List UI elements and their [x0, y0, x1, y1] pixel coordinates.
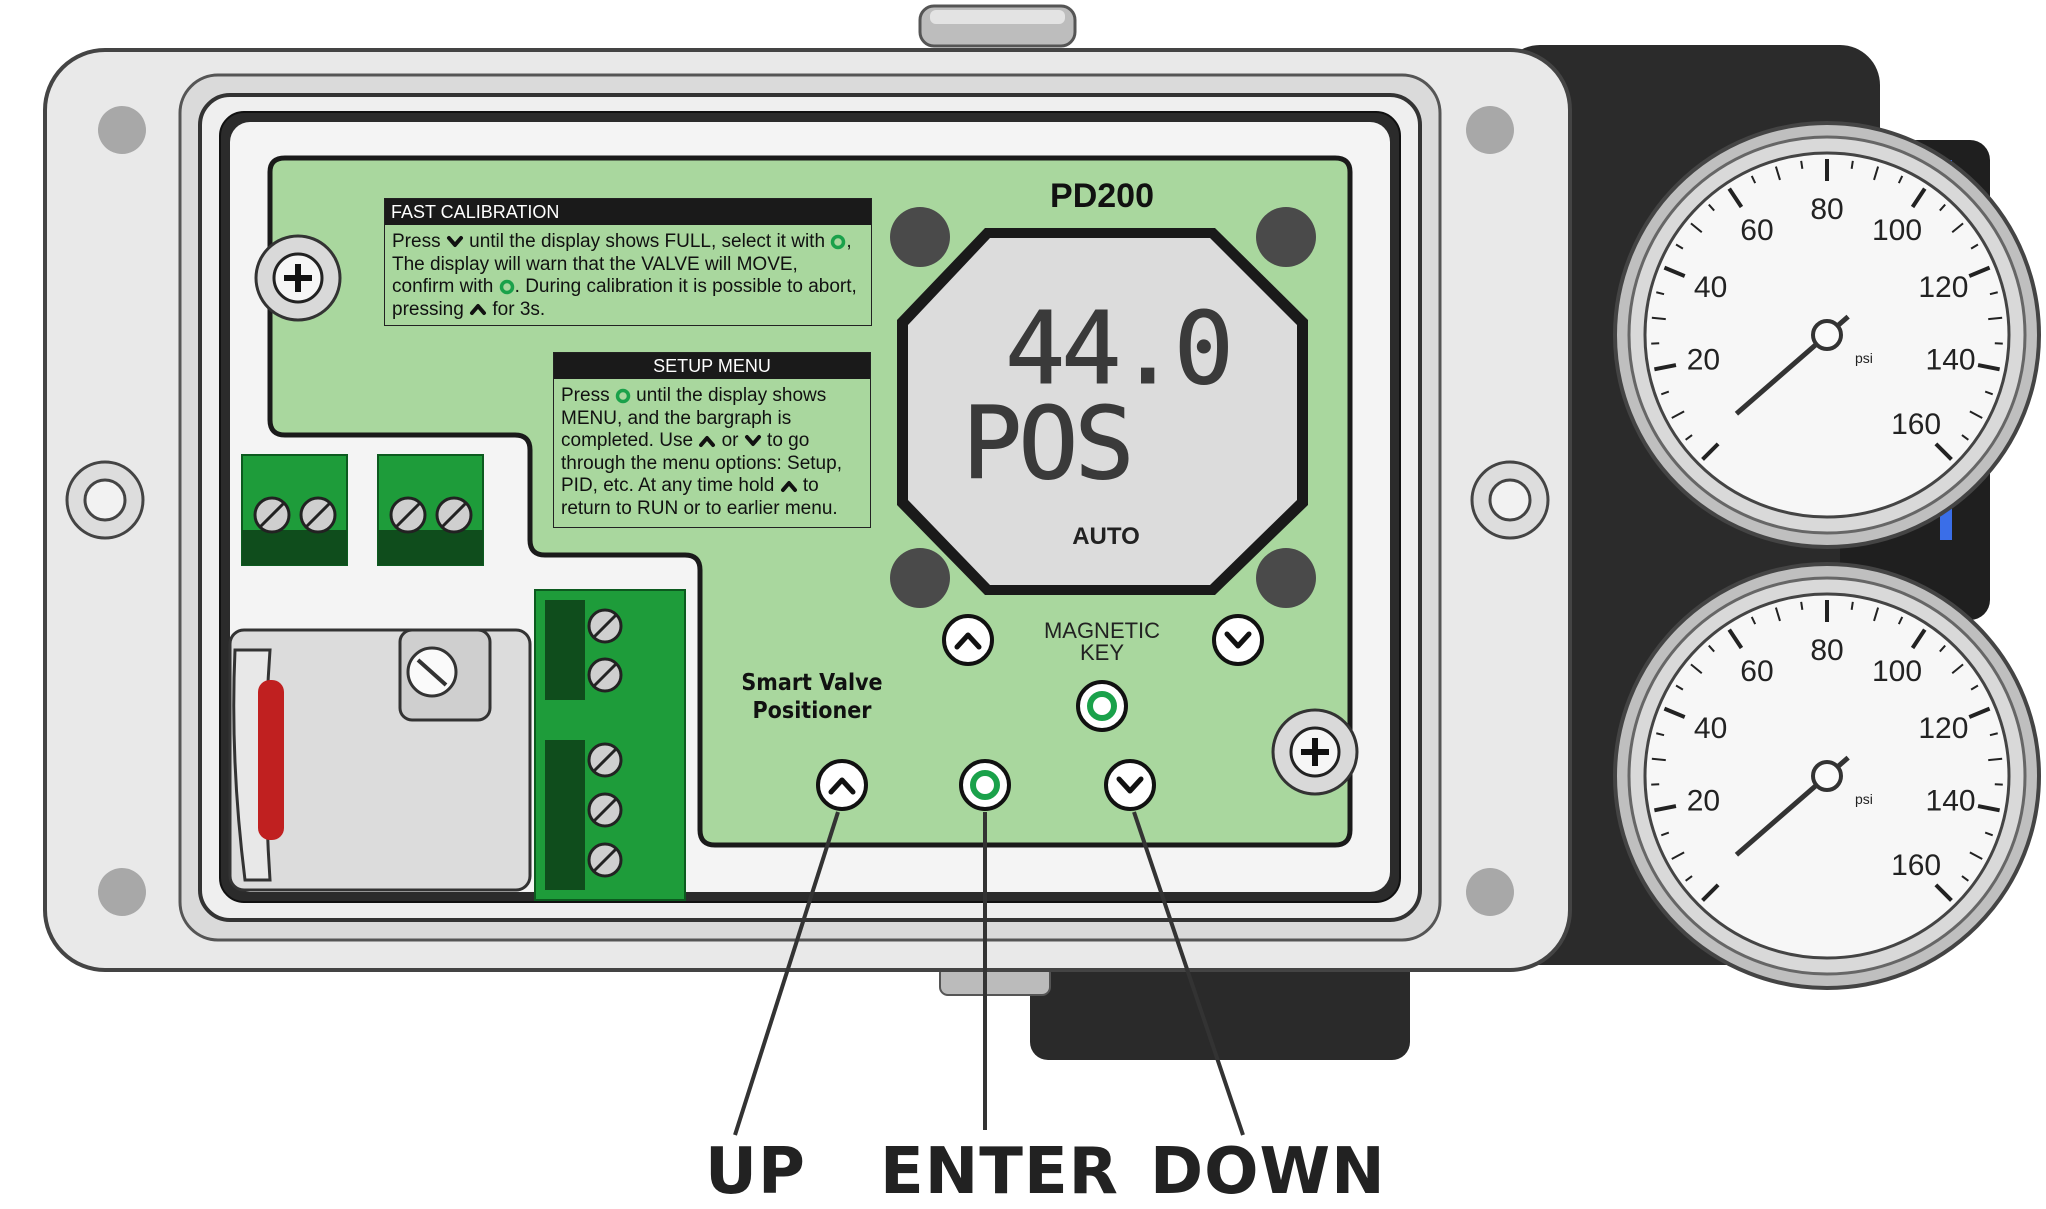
magnetic-down-button[interactable]: [1214, 616, 1262, 664]
lcd-mode: AUTO: [1072, 523, 1140, 550]
gauge-bottom-tick-label: 80: [1810, 634, 1843, 667]
screw-top-left: [256, 236, 340, 320]
gauge-bottom-hub: [1813, 762, 1841, 790]
enter-ring-icon: [615, 388, 631, 404]
enter-ring-icon: [830, 234, 846, 250]
gauge-bottom-tick-label: 40: [1694, 712, 1727, 745]
gauge-top-tick: [1652, 318, 1666, 319]
pressure-gauge-top: 20 40 60 80 100 120 140 160 psi: [1615, 123, 2039, 547]
gauge-top-tick-label: 80: [1810, 193, 1843, 226]
gauge-top-tick: [1852, 161, 1853, 169]
gauge-top-tick-label: 40: [1694, 271, 1727, 304]
enter-ring-icon: [499, 279, 515, 295]
top-fitting: [920, 6, 1075, 46]
gauge-bottom-tick-label: 60: [1740, 655, 1773, 688]
setup-menu-title: SETUP MENU: [554, 353, 870, 379]
gauge-top-tick-label: 160: [1891, 408, 1941, 441]
gauge-top-tick: [1801, 161, 1802, 169]
gauge-top-unit-label: psi: [1855, 350, 1873, 366]
screw-bottom-right: [1273, 710, 1357, 794]
gauge-bottom-tick: [1852, 602, 1853, 610]
subtitle-line1: Smart Valve: [741, 670, 882, 696]
down-button[interactable]: [1106, 761, 1154, 809]
chevron-down-icon: [446, 235, 464, 249]
fast-calibration-body: Press until the display shows FULL, sele…: [385, 225, 871, 327]
fast-calibration-panel: FAST CALIBRATION Press until the display…: [384, 198, 872, 326]
gauge-top-hub: [1813, 321, 1841, 349]
chevron-up-icon: [698, 434, 716, 448]
gauge-top-tick-label: 120: [1918, 271, 1968, 304]
chevron-up-icon: [780, 479, 798, 493]
gauge-bottom-unit-label: psi: [1855, 791, 1873, 807]
setup-menu-body: Press until the display shows MENU, and …: [554, 379, 870, 526]
gauge-bottom-tick: [1801, 602, 1802, 610]
lower-left-compartment: [230, 630, 530, 890]
gauge-bottom-tick-label: 120: [1918, 712, 1968, 745]
up-button[interactable]: [818, 761, 866, 809]
gauge-bottom-tick: [1988, 759, 2002, 760]
magnetic-key-label-line2: KEY: [1080, 640, 1124, 665]
gauge-bottom-tick-label: 160: [1891, 849, 1941, 882]
enter-button[interactable]: [961, 761, 1009, 809]
subtitle-line2: Positioner: [753, 698, 872, 724]
chevron-up-icon: [469, 302, 487, 316]
callout-up-label: UP: [705, 1135, 806, 1209]
chevron-down-icon: [744, 434, 762, 448]
gauge-top-tick-label: 100: [1872, 214, 1922, 247]
callout-enter-label: ENTER: [880, 1135, 1119, 1209]
magnetic-up-button[interactable]: [944, 616, 992, 664]
magnetic-enter-button[interactable]: [1078, 682, 1126, 730]
pressure-gauge-bottom: 20 40 60 80 100 120 140 160 psi: [1615, 564, 2039, 988]
callout-down-label: DOWN: [1150, 1135, 1386, 1209]
gauge-top-tick: [1988, 318, 2002, 319]
gauge-top-tick-label: 140: [1926, 344, 1976, 377]
gauge-bottom-tick-label: 20: [1687, 785, 1720, 818]
gauge-bottom-tick: [1652, 759, 1666, 760]
setup-menu-panel: SETUP MENU Press until the display shows…: [553, 352, 871, 528]
fast-calibration-title: FAST CALIBRATION: [385, 199, 871, 225]
lcd-parameter: POS: [962, 385, 1131, 502]
model-label: PD200: [1050, 177, 1154, 215]
gauge-bottom-tick-label: 100: [1872, 655, 1922, 688]
terminal-blocks-center: [535, 590, 685, 900]
gauge-top-tick-label: 60: [1740, 214, 1773, 247]
gauge-bottom-tick-label: 140: [1926, 785, 1976, 818]
gauge-top-tick-label: 20: [1687, 344, 1720, 377]
